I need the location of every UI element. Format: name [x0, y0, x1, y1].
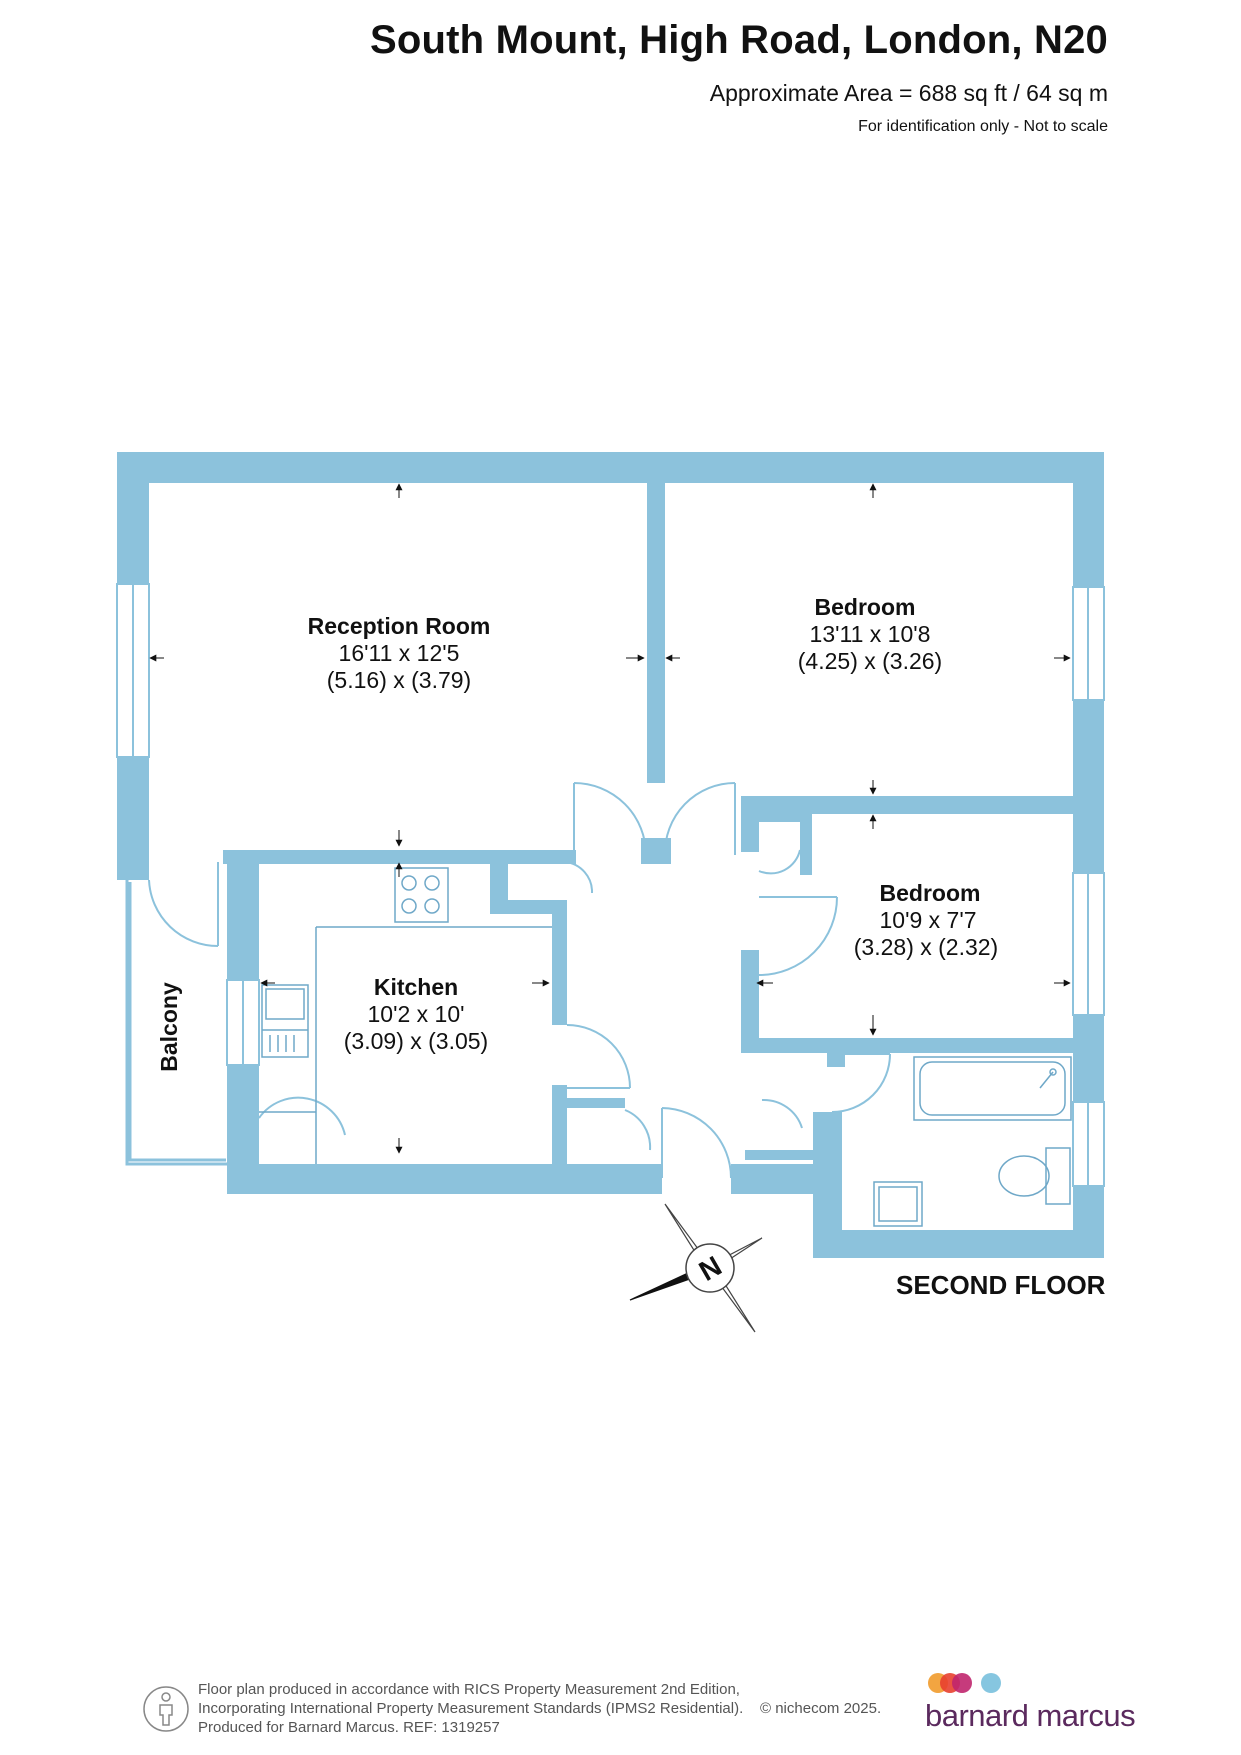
balcony-name: Balcony [156, 982, 182, 1072]
kitchen-name: Kitchen [374, 974, 458, 1000]
walls [117, 452, 1104, 1258]
page-title: South Mount, High Road, London, N20 [370, 18, 1108, 62]
barnard-marcus-logo: barnard marcus [925, 1672, 1145, 1742]
bathroom-fixtures [873, 1056, 1072, 1227]
bedroom1-name: Bedroom [815, 594, 916, 620]
compass-rose-icon: N [629, 1203, 763, 1333]
brand-dots-icon [928, 1673, 1001, 1693]
kitchen-imperial: 10'2 x 10' [367, 1001, 464, 1027]
bedroom2-label: Bedroom 10'9 x 7'7 (3.28) x (2.32) [854, 880, 998, 960]
kitchen-label: Kitchen 10'2 x 10' (3.09) x (3.05) [344, 974, 488, 1054]
reception-room-imperial: 16'11 x 12'5 [339, 640, 460, 666]
kitchen-metric: (3.09) x (3.05) [344, 1028, 488, 1054]
bedroom1-imperial: 13'11 x 10'8 [810, 621, 931, 647]
person-icon [143, 1686, 189, 1732]
footer-line3: Produced for Barnard Marcus. REF: 131925… [198, 1719, 500, 1736]
dimension-arrows [149, 483, 1071, 1154]
balcony-outline [125, 880, 227, 1166]
identification-note: For identification only - Not to scale [858, 118, 1108, 135]
footer-note: Floor plan produced in accordance with R… [198, 1680, 881, 1737]
footer-copyright: © nichecom 2025. [760, 1700, 882, 1717]
floor-label: SECOND FLOOR [896, 1270, 1106, 1300]
footer-line2: Incorporating International Property Mea… [198, 1700, 744, 1717]
bedroom1-label: Bedroom 13'11 x 10'8 (4.25) x (3.26) [798, 594, 942, 674]
hob-icon [394, 867, 449, 923]
approximate-area: Approximate Area = 688 sq ft / 64 sq m [709, 80, 1108, 106]
kitchen-fixtures [259, 867, 552, 1164]
reception-room-label: Reception Room 16'11 x 12'5 (5.16) x (3.… [308, 613, 491, 693]
reception-room-name: Reception Room [308, 613, 491, 639]
reception-room-metric: (5.16) x (3.79) [327, 667, 471, 693]
basin-icon [873, 1181, 923, 1227]
bedroom2-imperial: 10'9 x 7'7 [879, 907, 976, 933]
sink-icon [261, 984, 309, 1058]
bedroom2-metric: (3.28) x (2.32) [854, 934, 998, 960]
room-labels: Reception Room 16'11 x 12'5 (5.16) x (3.… [156, 594, 998, 1072]
footer-line1: Floor plan produced in accordance with R… [198, 1681, 740, 1698]
brand-name: barnard marcus [925, 1698, 1136, 1733]
toilet-icon [1045, 1147, 1071, 1205]
bedroom2-name: Bedroom [880, 880, 981, 906]
bedroom1-metric: (4.25) x (3.26) [798, 648, 942, 674]
windows [116, 583, 1105, 1187]
bath-icon [913, 1056, 1072, 1121]
door-swings [148, 782, 891, 1179]
